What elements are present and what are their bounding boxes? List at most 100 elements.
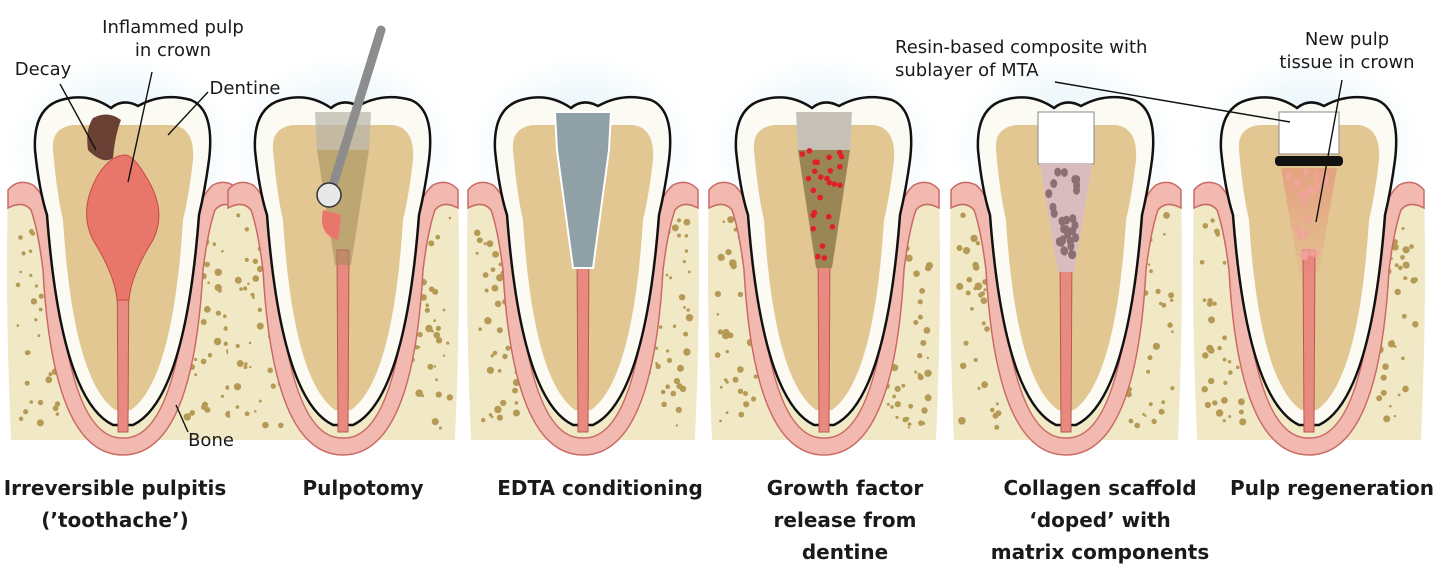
bone-dot bbox=[715, 291, 721, 297]
bone-dot bbox=[733, 377, 739, 383]
bone-dot bbox=[435, 378, 438, 381]
growth-factor-dot bbox=[832, 181, 838, 187]
bone-dot bbox=[666, 274, 669, 277]
bone-dot bbox=[236, 344, 240, 348]
tissue-cell bbox=[1297, 232, 1303, 240]
growth-factor-dot bbox=[818, 174, 824, 180]
bone-dot bbox=[1161, 400, 1165, 404]
bone-dot bbox=[25, 381, 30, 386]
bone-dot bbox=[37, 419, 44, 426]
bone-dot bbox=[223, 314, 227, 318]
bone-dot bbox=[683, 348, 690, 355]
tissue-cell bbox=[1314, 183, 1320, 191]
bone-dot bbox=[924, 327, 931, 334]
bone-dot bbox=[665, 384, 670, 389]
bone-dot bbox=[1142, 413, 1145, 416]
bone-dot bbox=[244, 362, 247, 365]
bone-dot bbox=[497, 415, 503, 421]
bone-dot bbox=[494, 406, 501, 413]
bone-dot bbox=[726, 411, 729, 414]
growth-factor-dot bbox=[820, 243, 826, 249]
bone-dot bbox=[23, 409, 28, 414]
bone-dot bbox=[1222, 335, 1227, 340]
growth-factor-dot bbox=[826, 214, 832, 220]
bone-dot bbox=[216, 311, 221, 316]
bone-dot bbox=[738, 389, 743, 394]
label-new-pulp: New pulp tissue in crown bbox=[1262, 28, 1432, 74]
bone-dot bbox=[1203, 298, 1207, 302]
root-canal bbox=[1303, 250, 1315, 432]
bone-dot bbox=[1148, 355, 1153, 360]
bone-dot bbox=[194, 373, 197, 376]
bone-dot bbox=[684, 219, 691, 226]
bone-dot bbox=[1134, 423, 1140, 429]
bone-dot bbox=[1236, 366, 1240, 370]
bone-dot bbox=[963, 247, 970, 254]
bone-dot bbox=[415, 389, 423, 397]
growth-factor-dot bbox=[812, 169, 818, 175]
scaffold-pore bbox=[1060, 246, 1067, 255]
bone-dot bbox=[718, 329, 723, 334]
root-canal bbox=[818, 250, 830, 432]
bone-dot bbox=[683, 332, 688, 337]
bone-dot bbox=[214, 338, 221, 345]
bone-dot bbox=[1400, 255, 1405, 260]
bone-dot bbox=[189, 410, 195, 416]
bone-dot bbox=[18, 235, 23, 240]
bone-dot bbox=[481, 418, 485, 422]
bone-dot bbox=[204, 262, 210, 268]
bone-dot bbox=[201, 405, 206, 410]
bone-dot bbox=[515, 401, 519, 405]
scaffold-pore bbox=[1060, 224, 1067, 233]
scaffold-pore bbox=[1059, 217, 1066, 226]
bone-dot bbox=[738, 292, 743, 297]
bone-dot bbox=[484, 317, 491, 324]
bone-dot bbox=[19, 417, 23, 421]
bone-dot bbox=[717, 313, 720, 316]
tissue-cell bbox=[1285, 172, 1291, 180]
bone-dot bbox=[920, 340, 926, 346]
bone-dot bbox=[433, 332, 440, 339]
bone-dot bbox=[1381, 390, 1387, 396]
bone-dot bbox=[245, 258, 249, 262]
bone-dot bbox=[960, 213, 965, 218]
mta-layer bbox=[1275, 156, 1343, 166]
bone-dot bbox=[1203, 223, 1209, 229]
growth-factor-dot bbox=[810, 226, 816, 232]
bone-dot bbox=[1167, 322, 1172, 327]
bone-dot bbox=[491, 416, 494, 419]
bone-dot bbox=[38, 400, 43, 405]
tissue-cell bbox=[1314, 172, 1320, 180]
bone-dot bbox=[677, 234, 681, 238]
bone-dot bbox=[435, 235, 440, 240]
tissue-cell bbox=[1303, 229, 1309, 237]
bone-dot bbox=[224, 326, 229, 331]
bone-dot bbox=[221, 250, 224, 253]
bone-dot bbox=[919, 288, 925, 294]
scaffold-pore bbox=[1051, 209, 1058, 218]
bone-dot bbox=[224, 342, 228, 346]
bone-dot bbox=[436, 326, 441, 331]
bone-dot bbox=[53, 405, 59, 411]
bone-dot bbox=[34, 318, 37, 321]
growth-factor-dot bbox=[807, 148, 813, 154]
growth-factor-dot bbox=[806, 176, 812, 182]
tooth-stage-6 bbox=[1193, 55, 1425, 455]
bone-dot bbox=[37, 334, 40, 337]
bone-dot bbox=[16, 283, 21, 288]
tissue-cell bbox=[1298, 191, 1304, 199]
bone-dot bbox=[236, 405, 240, 409]
bone-dot bbox=[1170, 386, 1174, 390]
tissue-cell bbox=[1294, 179, 1300, 187]
bone-dot bbox=[252, 275, 259, 282]
bone-dot bbox=[661, 402, 667, 408]
bone-dot bbox=[1161, 303, 1166, 308]
bone-dot bbox=[19, 271, 22, 274]
bone-dot bbox=[978, 292, 983, 297]
bone-dot bbox=[1210, 218, 1214, 222]
bone-dot bbox=[476, 252, 479, 255]
bone-dot bbox=[727, 216, 734, 223]
bone-dot bbox=[917, 353, 922, 358]
bone-dot bbox=[215, 284, 222, 291]
root-canal bbox=[337, 250, 349, 432]
